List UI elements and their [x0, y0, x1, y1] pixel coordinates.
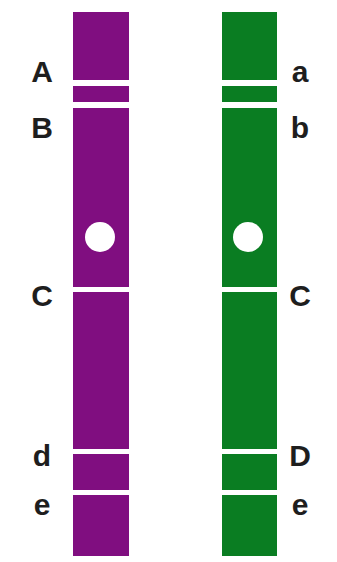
locus-label: B	[31, 113, 53, 143]
locus-label: C	[289, 281, 311, 311]
locus-label: e	[292, 490, 309, 520]
green-chromosome	[222, 12, 277, 556]
purple-chromosome	[73, 12, 129, 556]
locus-label: b	[291, 113, 309, 143]
locus-label: e	[34, 490, 51, 520]
locus-label: A	[31, 57, 53, 87]
locus-label: a	[292, 57, 309, 87]
locus-label: d	[33, 441, 51, 471]
locus-label: C	[31, 281, 53, 311]
locus-label: D	[289, 441, 311, 471]
